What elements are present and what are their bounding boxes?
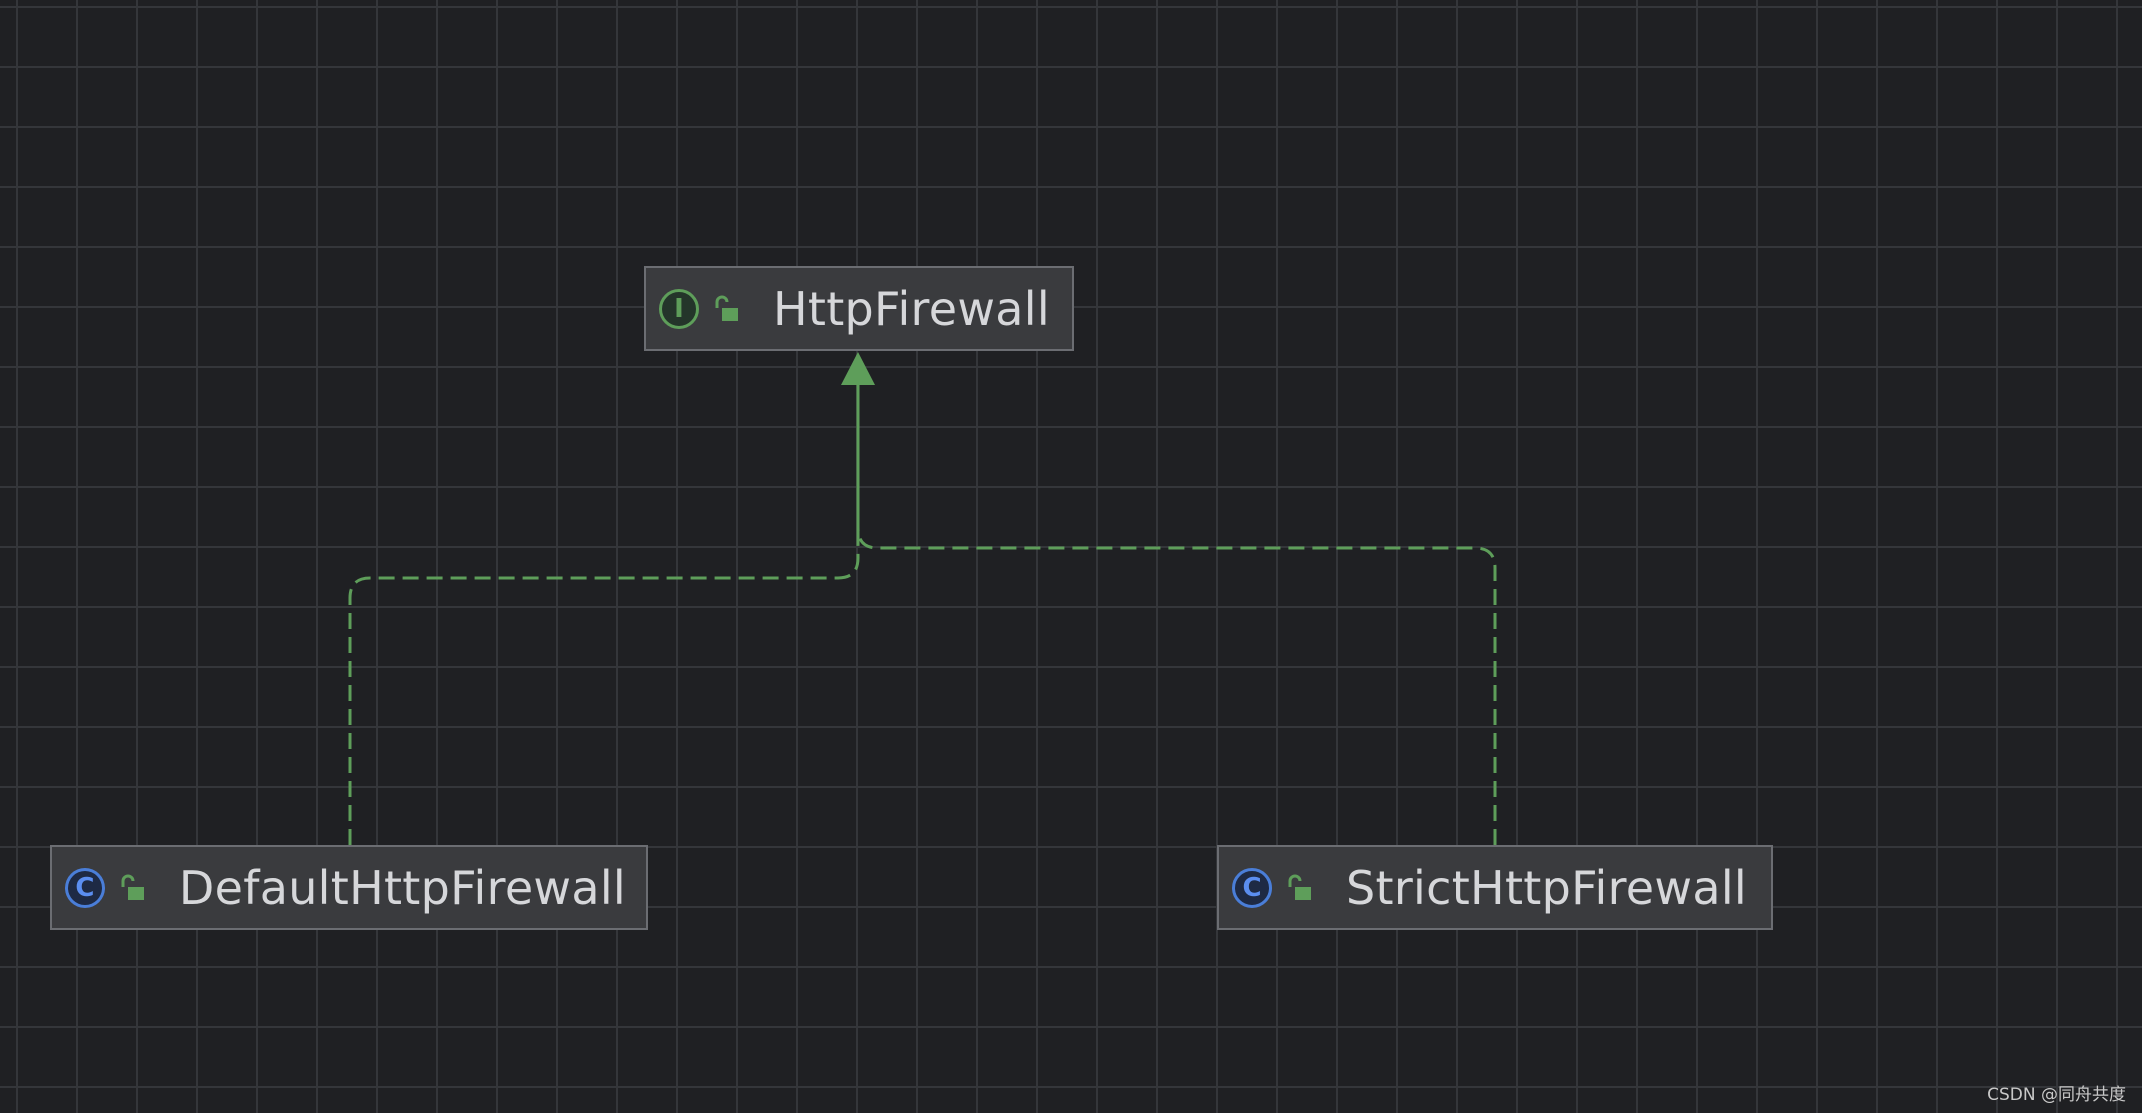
edge-default-to-interface — [348, 530, 860, 845]
class-icon: C — [65, 867, 105, 908]
node-label: HttpFirewall — [773, 281, 1050, 336]
public-lock-icon — [117, 873, 147, 903]
node-http-firewall[interactable]: I HttpFirewall — [644, 266, 1074, 351]
node-label: DefaultHttpFirewall — [178, 860, 626, 915]
interface-icon: I — [659, 288, 699, 329]
node-default-http-firewall[interactable]: C DefaultHttpFirewall — [50, 845, 648, 930]
class-icon: C — [1232, 867, 1272, 908]
node-label: StrictHttpFirewall — [1346, 860, 1747, 915]
public-lock-icon — [1284, 873, 1314, 903]
node-strict-http-firewall[interactable]: C StrictHttpFirewall — [1217, 845, 1773, 930]
edge-strict-to-interface — [856, 527, 1497, 845]
public-lock-icon — [711, 294, 741, 324]
inheritance-arrowhead — [841, 352, 875, 385]
watermark-text: CSDN @同舟共度 — [1987, 1085, 2126, 1105]
